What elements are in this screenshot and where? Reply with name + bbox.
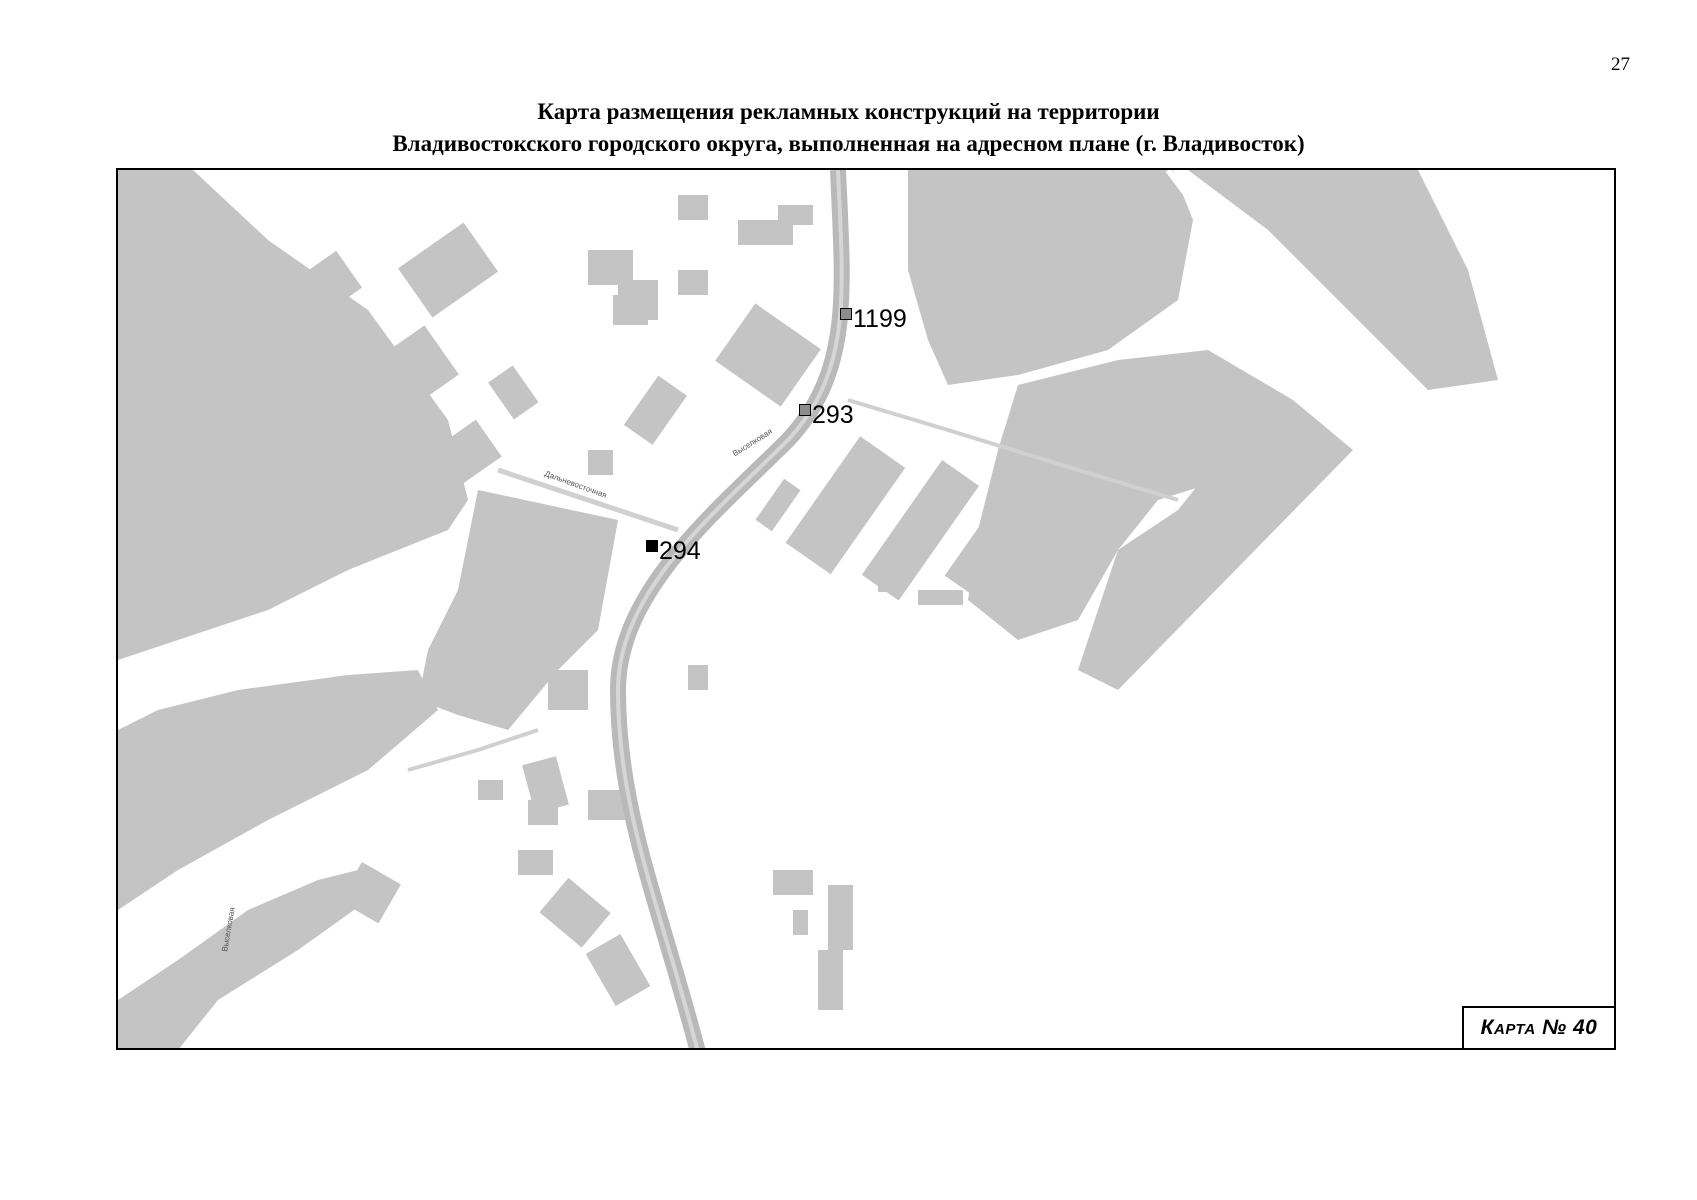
map-frame[interactable]: Выселковая Выселковая Дальневосточная 11… [116,168,1616,1050]
ad-marker-1199[interactable] [840,308,852,320]
title-line-2: Владивостокского городского округа, выпо… [392,131,1305,156]
title-line-1: Карта размещения рекламных конструкций н… [537,99,1160,124]
terrain-right-strip [1188,170,1498,390]
terrain-left [118,170,468,660]
map-number-badge: Карта № 40 [1462,1006,1614,1048]
ad-marker-label-293: 293 [812,401,854,429]
map-base [118,170,1498,1048]
page-number: 27 [1611,54,1630,75]
ad-marker-293[interactable] [799,404,811,416]
ad-marker-label-1199: 1199 [853,305,907,333]
terrain-right-strip-2 [1078,450,1353,690]
terrain-bottom-left [118,870,368,1048]
ad-marker-294[interactable] [646,540,658,552]
ad-marker-label-294: 294 [659,537,701,565]
page-title: Карта размещения рекламных конструкций н… [0,96,1697,160]
terrain-left-lower [118,670,438,910]
